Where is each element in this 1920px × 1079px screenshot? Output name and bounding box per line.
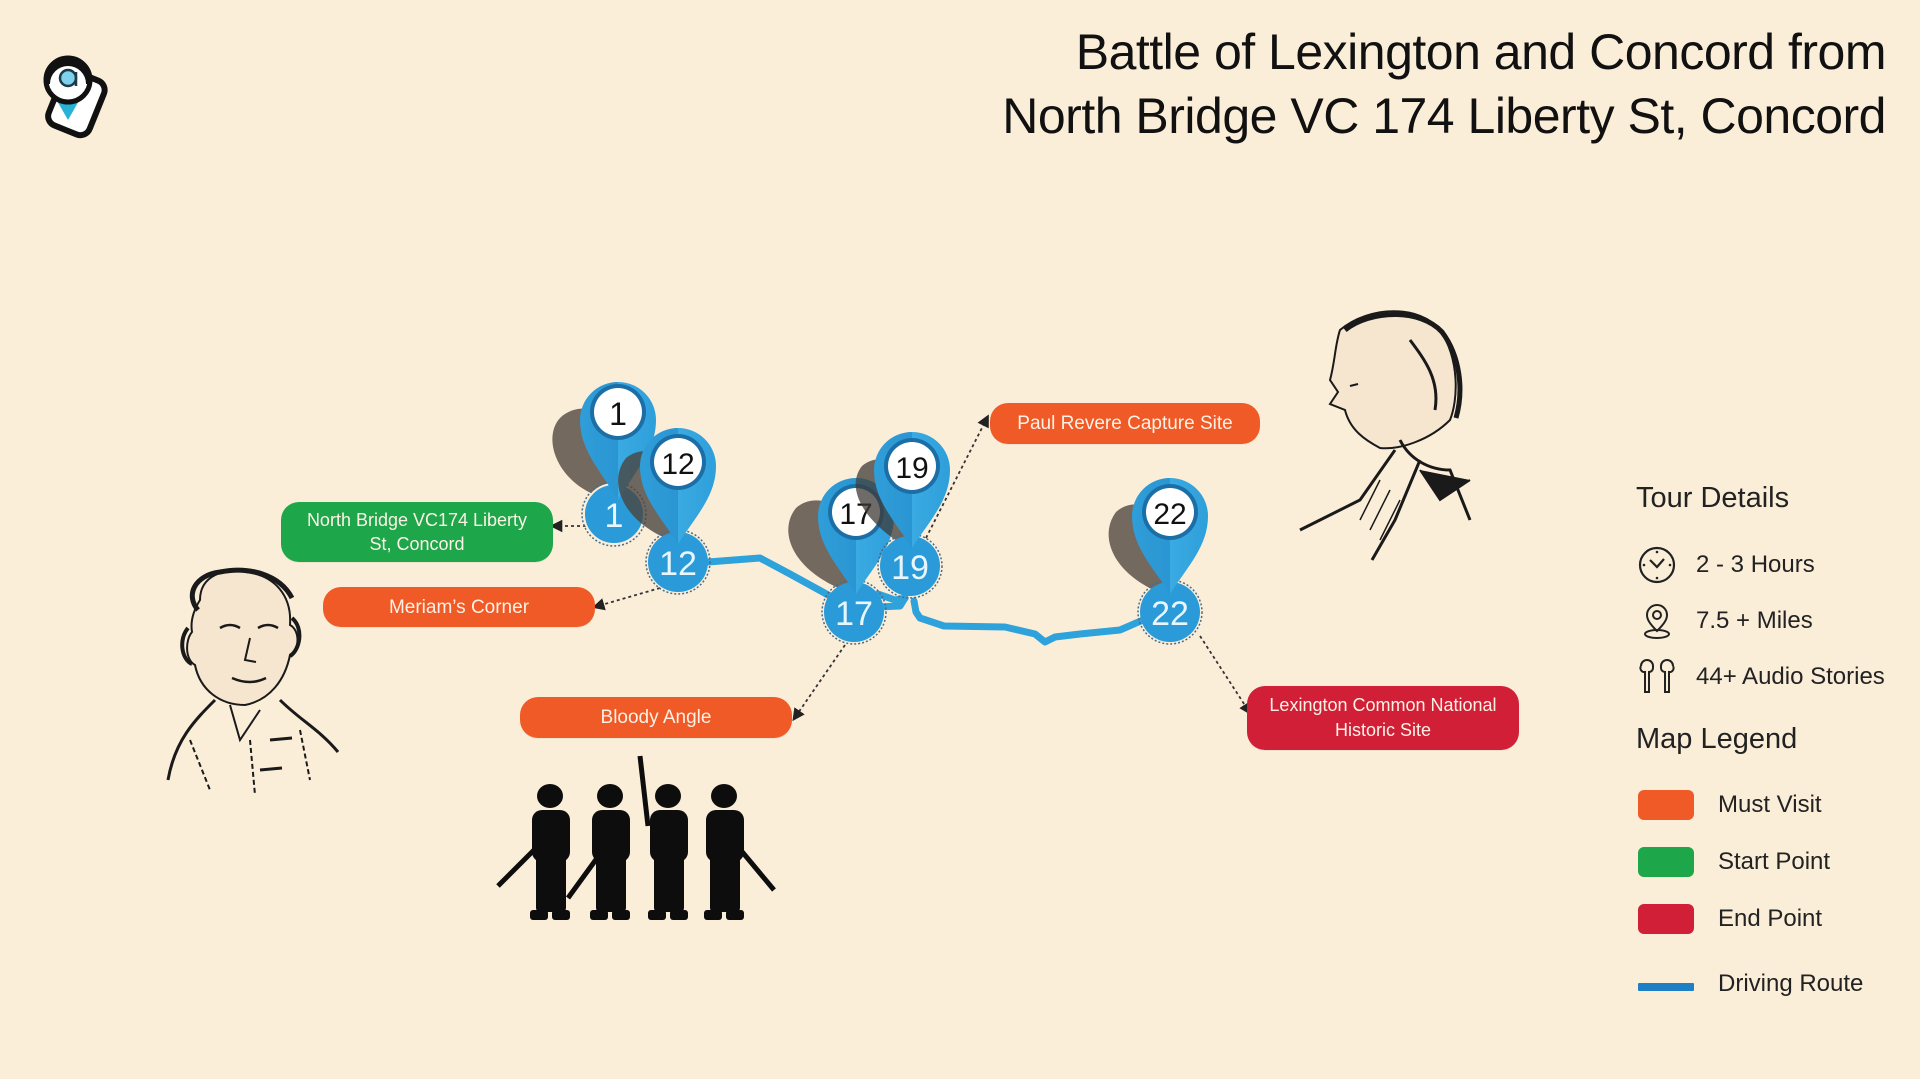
svg-text:17: 17 <box>835 595 873 633</box>
legend-text: Must Visit <box>1718 790 1822 818</box>
svg-text:19: 19 <box>895 452 928 485</box>
detail-text: 7.5 + Miles <box>1696 607 1813 634</box>
legend-driving-route: Driving Route <box>1636 955 1916 1012</box>
label-north-bridge-start[interactable]: North Bridge VC174 Liberty St, Concord <box>281 502 553 562</box>
connector-paul-revere <box>925 414 989 539</box>
label-text: Bloody Angle <box>600 707 712 728</box>
colonial-officer-portrait <box>166 567 340 796</box>
label-connectors <box>549 414 1252 722</box>
legend-text: Driving Route <box>1718 969 1864 997</box>
audio-tour-logo-icon <box>43 55 108 139</box>
legend-end-point: End Point <box>1636 890 1916 947</box>
app-logo <box>38 48 114 140</box>
connector-bloody-angle <box>792 644 846 722</box>
end-point-swatch <box>1638 903 1694 934</box>
start-point-swatch <box>1638 846 1694 877</box>
legend-start-point: Start Point <box>1636 833 1916 890</box>
label-bloody-angle[interactable]: Bloody Angle <box>520 697 792 738</box>
connector-meriams-corner <box>591 587 661 611</box>
detail-distance: 7.5 + Miles <box>1636 593 1916 649</box>
svg-text:19: 19 <box>891 549 929 587</box>
clock-icon <box>1636 544 1678 586</box>
label-text: Paul Revere Capture Site <box>1017 413 1233 434</box>
svg-text:1: 1 <box>605 497 624 535</box>
map-legend-heading: Map Legend <box>1636 723 1798 755</box>
legend-must-visit: Must Visit <box>1636 776 1916 833</box>
label-text: Meriam’s Corner <box>388 596 530 618</box>
label-text: North Bridge VC174 Liberty St, Concord <box>306 510 528 554</box>
detail-text: 2 - 3 Hours <box>1696 551 1815 578</box>
location-pin-icon <box>1636 600 1678 642</box>
must-visit-swatch <box>1638 789 1694 820</box>
legend-text: End Point <box>1718 904 1823 932</box>
map-marker-19[interactable]: 19 19 <box>855 432 950 599</box>
title-line-2: North Bridge VC 174 Liberty St, Concord <box>1002 88 1886 144</box>
svg-text:12: 12 <box>659 545 697 583</box>
svg-text:22: 22 <box>1153 498 1186 531</box>
info-panel: Tour Details 2 - 3 Hours 7.5 + Miles 44+… <box>1636 482 1916 1012</box>
detail-duration: 2 - 3 Hours <box>1636 537 1916 593</box>
label-meriams-corner[interactable]: Meriam’s Corner <box>323 587 595 627</box>
page-title: Battle of Lexington and Concord from Nor… <box>1002 20 1886 148</box>
label-text: Lexington Common National Historic Site <box>1269 695 1497 740</box>
label-paul-revere-capture-site[interactable]: Paul Revere Capture Site <box>990 403 1260 444</box>
legend-text: Start Point <box>1718 847 1831 875</box>
svg-text:1: 1 <box>609 396 627 432</box>
title-line-1: Battle of Lexington and Concord from <box>1075 24 1887 80</box>
driving-route-line-icon <box>1638 982 1694 991</box>
detail-text: 44+ Audio Stories <box>1696 663 1885 690</box>
map-marker-22[interactable]: 22 22 <box>1108 478 1208 645</box>
svg-text:12: 12 <box>661 448 694 481</box>
connector-lexington-common <box>1199 635 1252 716</box>
tour-details-heading: Tour Details <box>1636 482 1790 514</box>
detail-audio: 44+ Audio Stories <box>1636 649 1916 705</box>
earbuds-icon <box>1636 656 1678 698</box>
profile-portrait <box>1299 310 1472 561</box>
label-lexington-common-end[interactable]: Lexington Common National Historic Site <box>1247 686 1519 750</box>
svg-text:22: 22 <box>1151 595 1189 633</box>
soldier-silhouettes <box>496 755 776 920</box>
map-marker-1[interactable]: 1 1 <box>552 382 656 547</box>
map-marker-12[interactable]: 12 12 <box>618 428 716 595</box>
